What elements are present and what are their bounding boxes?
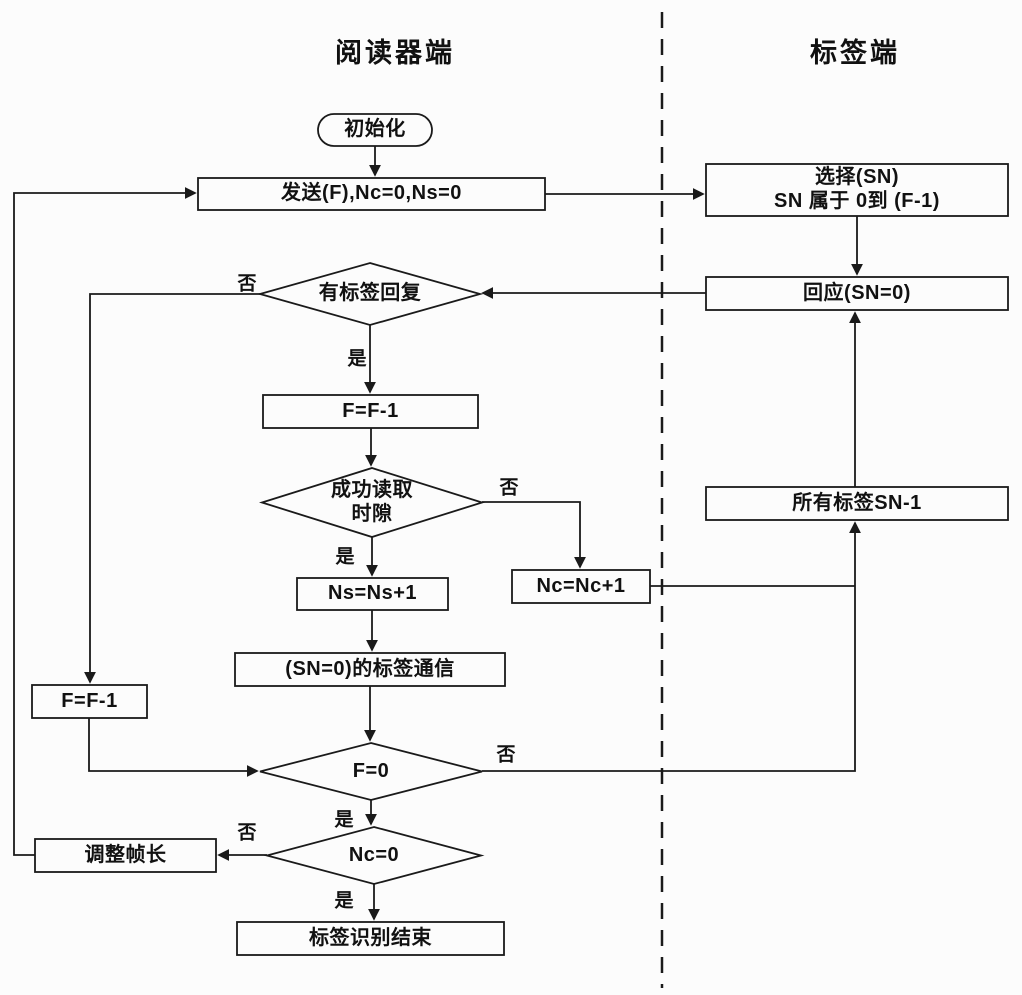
edge-fzero-no-alltags xyxy=(482,521,861,772)
shape-f-minus-one-left xyxy=(31,684,148,719)
shape-tag-comm xyxy=(234,652,506,687)
shape-end xyxy=(236,921,505,956)
flowchart-shapes xyxy=(31,113,1009,956)
shape-respond xyxy=(705,276,1009,311)
shape-nc-zero-decision xyxy=(263,826,485,885)
edge-readslot-no-ncinc xyxy=(482,501,586,569)
edge-hasreply-no-fminusleft xyxy=(84,293,260,684)
shape-all-tags xyxy=(705,486,1009,521)
flowchart-edges xyxy=(13,146,863,921)
edge-fminusleft-fzero xyxy=(88,718,259,777)
shape-select-sn xyxy=(705,163,1009,217)
shape-has-reply-decision xyxy=(256,262,484,326)
shape-nc-inc xyxy=(511,569,651,604)
shape-f-minus-one xyxy=(262,394,479,429)
shape-read-slot-decision xyxy=(258,467,486,538)
edge-adjust-send xyxy=(13,187,197,856)
shape-ns-inc xyxy=(296,577,449,611)
shape-f-zero-decision xyxy=(259,742,483,801)
shape-init-terminator xyxy=(317,113,433,147)
shape-send xyxy=(197,177,546,211)
shape-adjust-frame xyxy=(34,838,217,873)
